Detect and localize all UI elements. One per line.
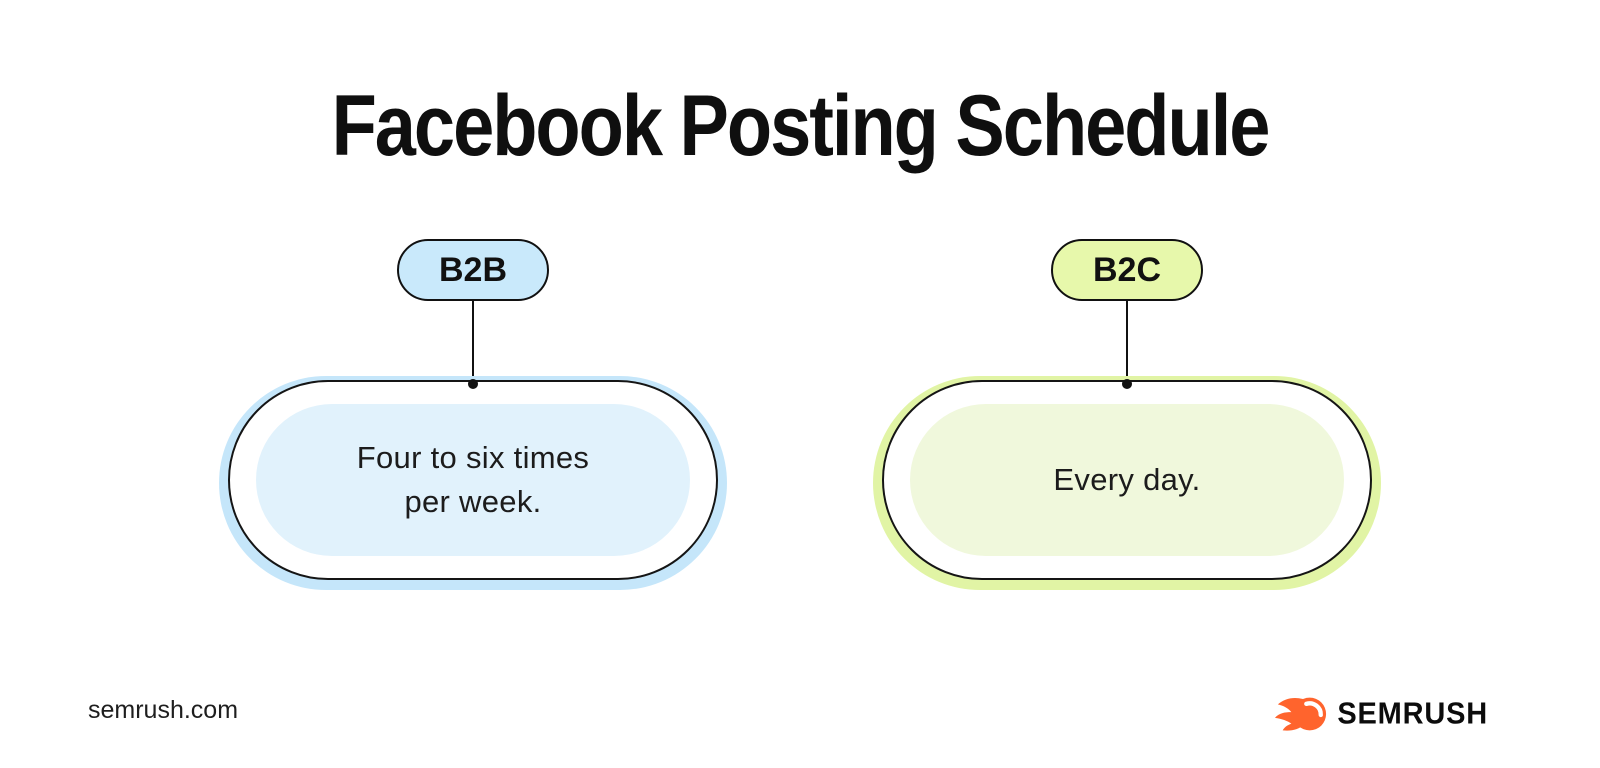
b2c-frequency-text: Every day.	[1053, 462, 1201, 497]
b2b-frequency-text: Four to six times per week.	[356, 440, 590, 519]
title-wrap: Facebook Posting Schedule	[0, 76, 1600, 173]
b2c-connector-dot	[1122, 379, 1132, 389]
website-url: semrush.com	[88, 696, 239, 724]
b2c-connector-line	[1126, 301, 1128, 385]
b2b-capsule-fill	[256, 404, 690, 556]
b2c-capsule-fill	[910, 404, 1344, 556]
b2b-category-pill: B2B	[397, 239, 549, 301]
b2c-category-label: B2C	[1092, 250, 1162, 289]
semrush-wordmark: SEMRUSH	[1337, 696, 1488, 731]
b2b-category-label: B2B	[438, 250, 508, 289]
b2b-connector-line	[472, 301, 474, 385]
page-title: Facebook Posting Schedule	[331, 77, 1271, 174]
semrush-logo: SEMRUSH	[1274, 694, 1488, 734]
b2b-connector-dot	[468, 379, 478, 389]
b2c-category-pill: B2C	[1051, 239, 1203, 301]
semrush-comet-icon	[1274, 694, 1328, 734]
